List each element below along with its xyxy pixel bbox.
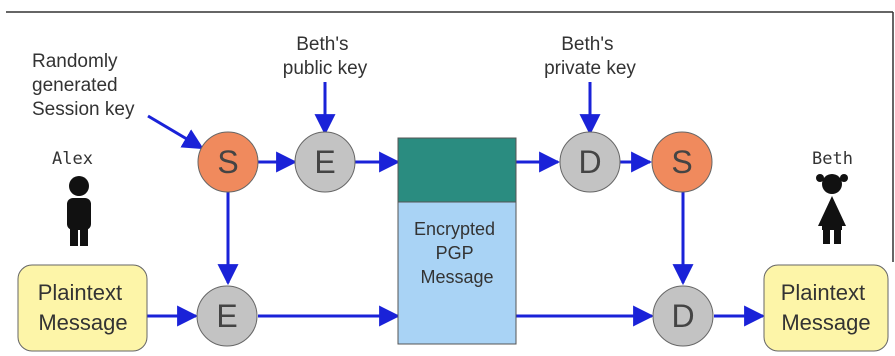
decrypt-key-node-text: D <box>578 144 601 180</box>
beth-person-icon <box>816 174 848 244</box>
arrow-sessionkey-to-s <box>147 114 204 150</box>
session-key-label: Randomly generated Session key <box>32 51 135 120</box>
pgp-message-section <box>397 201 517 345</box>
plaintext-right-label: Plaintext Message <box>781 280 872 335</box>
plaintext-box-left <box>17 264 148 352</box>
alex-label: Alex <box>52 149 93 169</box>
session-key-node-beth-text: S <box>671 144 692 180</box>
decrypt-key-node: D <box>559 131 621 193</box>
encrypt-key-node-text: E <box>314 144 335 180</box>
plaintext-left-label: Plaintext Message <box>38 280 129 335</box>
session-key-node-alex-text: S <box>217 144 238 180</box>
pgp-message-label: Encrypted PGP Message <box>414 219 500 287</box>
encrypt-message-node-text: E <box>216 298 237 334</box>
session-key-node-alex: S <box>197 131 259 193</box>
plaintext-box-right <box>763 264 889 352</box>
pgp-key-section <box>397 137 517 203</box>
beth-private-key-label: Beth's private key <box>544 34 636 79</box>
arrows <box>145 82 766 327</box>
decrypt-message-node-text: D <box>671 298 694 334</box>
decrypt-message-node: D <box>652 285 714 347</box>
alex-person-icon <box>67 176 91 246</box>
session-key-node-beth: S <box>651 131 713 193</box>
beth-label: Beth <box>812 149 853 169</box>
encrypt-key-node: E <box>294 131 356 193</box>
encrypt-message-node: E <box>196 285 258 347</box>
beth-public-key-label: Beth's public key <box>283 34 368 79</box>
